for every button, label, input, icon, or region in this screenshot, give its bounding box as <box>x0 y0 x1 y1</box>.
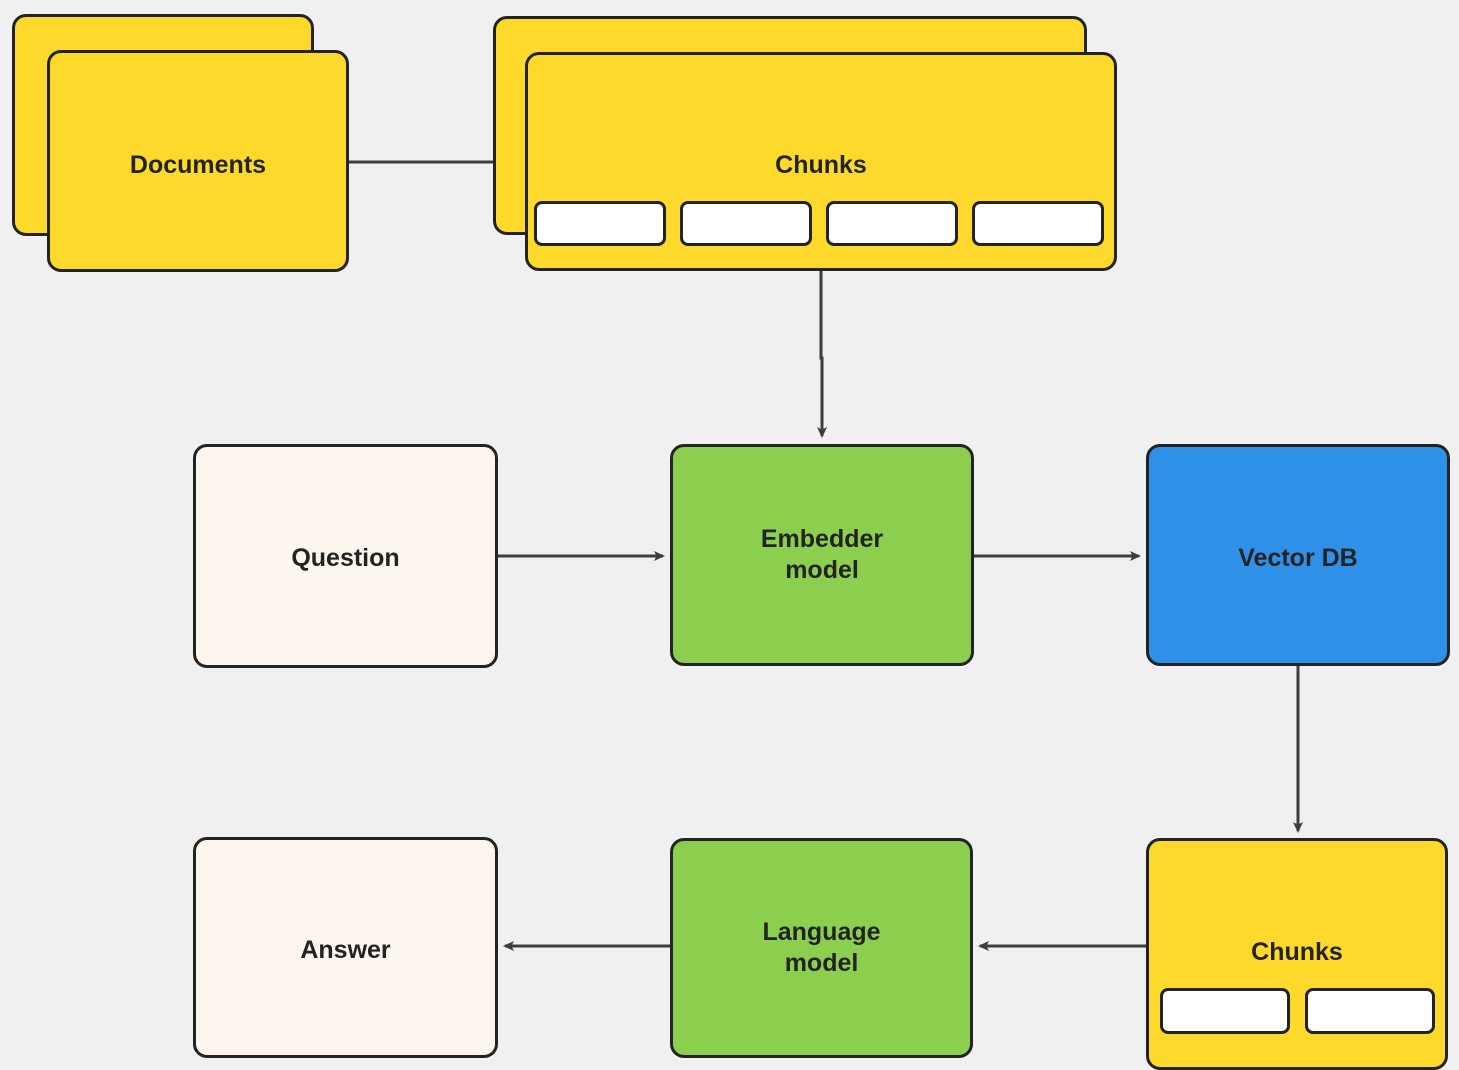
node-chunks-top[interactable]: Chunks <box>525 52 1117 271</box>
node-embedder-model-label: Embedder model <box>760 525 884 585</box>
node-question[interactable]: Question <box>193 444 498 668</box>
node-language-model-label: Language model <box>762 918 881 978</box>
node-documents-label: Documents <box>129 151 267 179</box>
node-chunks-bottom-chunk-cell[interactable] <box>1160 988 1290 1034</box>
node-chunks-top-chunk-cell[interactable] <box>826 201 958 246</box>
node-chunks-top-label: Chunks <box>775 151 867 179</box>
node-chunks-bottom-chunk-cell[interactable] <box>1305 988 1435 1034</box>
node-language-model[interactable]: Language model <box>670 838 973 1058</box>
node-documents[interactable]: Documents <box>47 50 349 272</box>
node-embedder-model[interactable]: Embedder model <box>670 444 974 666</box>
node-chunks-bottom-label: Chunks <box>1251 938 1343 966</box>
node-chunks-bottom[interactable]: Chunks <box>1146 838 1448 1070</box>
node-question-label: Question <box>291 544 400 572</box>
edge-chunks-to-embedder <box>817 271 827 438</box>
node-chunks-top-chunk-cell[interactable] <box>534 201 666 246</box>
node-answer-label: Answer <box>300 936 391 964</box>
node-chunks-top-chunk-cell[interactable] <box>680 201 812 246</box>
node-vector-db-label: Vector DB <box>1238 544 1358 572</box>
node-chunks-top-chunk-cell[interactable] <box>972 201 1104 246</box>
node-vector-db[interactable]: Vector DB <box>1146 444 1450 666</box>
node-answer[interactable]: Answer <box>193 837 498 1058</box>
